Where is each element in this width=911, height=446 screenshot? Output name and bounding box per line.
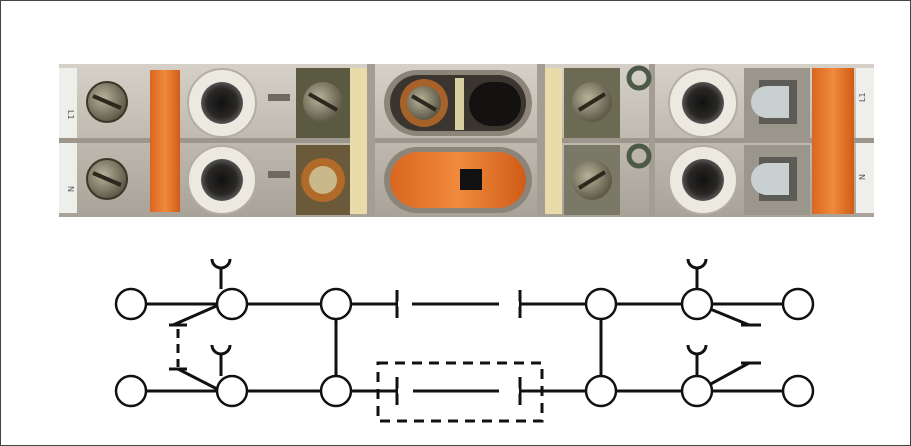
node-top-1 — [114, 287, 148, 321]
socket-bottom-left — [210, 344, 232, 356]
side-label-left-bottom: N — [66, 186, 75, 192]
node-top-5 — [680, 287, 714, 321]
side-label-right-bottom: N — [858, 174, 867, 180]
node-top-4 — [584, 287, 618, 321]
node-top-3 — [319, 287, 353, 321]
orange-disconnect-lever — [390, 152, 526, 208]
optional-disconnect-dashed-box — [376, 361, 544, 423]
left-orange-bar — [150, 70, 180, 212]
node-bottom-2 — [215, 374, 249, 408]
label-strip-right — [545, 68, 562, 214]
socket-top-right — [686, 258, 708, 270]
node-top-2 — [215, 287, 249, 321]
node-bottom-3 — [319, 374, 353, 408]
node-bottom-4 — [584, 374, 618, 408]
side-label-right-top: L1 — [858, 92, 867, 102]
terminal-hole-bottom-left — [201, 159, 243, 201]
wiring-schematic — [114, 258, 815, 423]
node-bottom-5 — [680, 374, 714, 408]
socket-top-left — [210, 258, 232, 270]
socket-bottom-right — [686, 344, 708, 356]
node-top-6 — [781, 287, 815, 321]
terminal-block-photo: L1 N L1 N — [59, 64, 874, 217]
right-orange-bar — [812, 68, 854, 214]
row-divider — [59, 138, 874, 143]
side-label-left-top: L1 — [66, 110, 75, 120]
label-strip-left — [350, 68, 367, 214]
node-bottom-1 — [114, 374, 148, 408]
terminal-hole-bottom-right — [682, 159, 724, 201]
disconnect-slot — [460, 169, 482, 190]
terminal-hole-top-left — [201, 82, 243, 124]
terminal-hole-top-right — [682, 82, 724, 124]
node-bottom-6 — [781, 374, 815, 408]
